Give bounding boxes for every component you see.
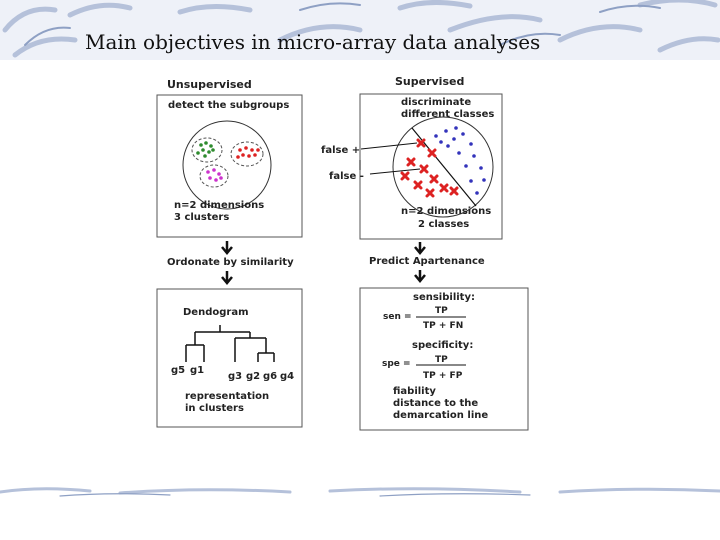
false-negative-label: false - [329,171,364,182]
cluster-outline-green [191,137,223,163]
cluster-outline-magenta [199,164,229,188]
dendrogram-box [156,288,303,428]
spe-label: spe = [382,359,411,369]
leaf-label: g4 [280,371,294,382]
metrics-box [359,287,529,431]
false-negative-pointer [369,168,421,175]
spe-denominator: TP + FP [423,371,463,381]
unsupervised-heading: Unsupervised [167,78,252,91]
header-banner [0,0,720,60]
supervised-dims-line1: n=2 dimensions [401,206,491,217]
false-positive-label: false + [321,145,360,156]
unsupervised-dims-line1: n=2 dimensions [174,200,264,211]
red-class-points [400,138,459,198]
arrow-down-icon [414,242,426,255]
leaf-label: g1 [190,365,204,376]
specificity-title: specificity: [412,340,473,351]
red-cluster-points [236,146,260,159]
supervised-heading: Supervised [395,75,464,88]
sensibility-title: sensibility: [413,292,475,303]
blue-class-points [434,126,486,195]
leaf-label: g6 [263,371,277,382]
unsupervised-dims-line2: 3 clusters [174,212,229,223]
dendrogram-title: Dendogram [183,307,249,318]
magenta-cluster-points [206,168,223,182]
fiability-line2: distance to the [393,398,478,409]
leaf-label: g3 [228,371,242,382]
green-cluster-points [196,141,215,158]
sen-label: sen = [383,312,412,322]
dendrogram-rep-line1: representation [185,391,269,402]
slide-title: Main objectives in micro-array data anal… [85,30,541,54]
supervised-step: Predict Apartenance [369,256,485,267]
footer-decoration [0,487,720,497]
supervised-box-line1: discriminate [401,97,471,108]
cluster-plot [182,120,272,210]
sen-numerator: TP [435,306,448,316]
dendrogram-tree [185,325,275,362]
arrow-down-icon [221,241,233,255]
plot-circle [182,120,272,210]
class-plot [392,116,494,218]
leaf-label: g5 [171,365,185,376]
fiability-line3: demarcation line [393,410,488,421]
cluster-outline-red [230,141,264,167]
sen-denominator: TP + FN [423,321,463,331]
unsupervised-step: Ordonate by similarity [167,257,294,268]
arrow-down-icon [221,271,233,285]
spe-numerator: TP [435,355,448,365]
fiability-line1: fiability [393,386,436,397]
objectives-diagram: Unsupervised detect the subgroups n=2 di… [156,75,529,431]
leaf-label: g2 [246,371,260,382]
unsupervised-box-title: detect the subgroups [168,100,289,111]
plot-circle [392,116,494,218]
arrow-down-icon [414,270,426,283]
supervised-box-line2: different classes [401,109,494,120]
dendrogram-rep-line2: in clusters [185,403,244,414]
false-positive-pointer [360,142,418,150]
supervised-dims-line2: 2 classes [418,219,469,230]
